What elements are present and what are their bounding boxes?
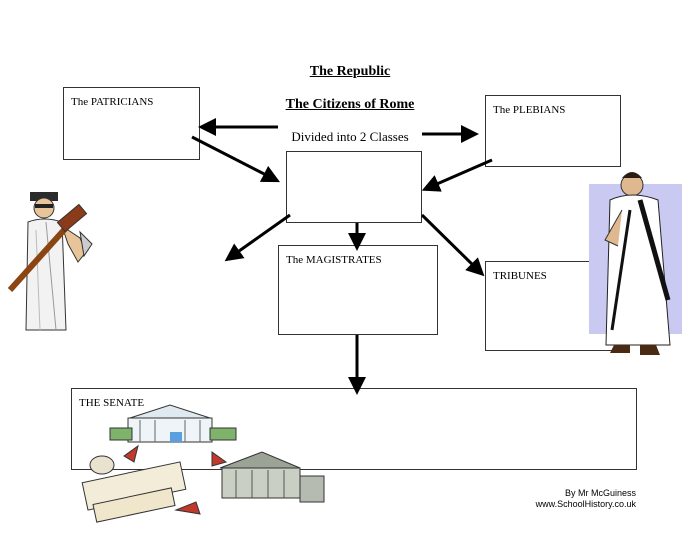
credit-author: By Mr McGuiness [564,488,636,498]
box-patricians: The PATRICIANS [63,87,200,160]
box-patricians-label: The PATRICIANS [71,96,154,108]
box-plebians: The PLEBIANS [485,95,621,167]
box-senate-label: THE SENATE [79,397,145,409]
arrow-plebians-to-center [421,158,493,192]
arrow-center-to-tribunes [420,213,485,277]
title-republic: The Republic [309,64,391,79]
subtitle-divided: Divided into 2 Classes [291,129,409,144]
credit-site: www.SchoolHistory.co.uk [535,499,636,509]
box-plebians-label: The PLEBIANS [493,104,566,116]
arrow-patricians-to-center [191,135,281,183]
box-center [286,151,422,223]
arrow-center-to-consuls [224,213,291,262]
title-citizens: The Citizens of Rome [285,97,415,112]
box-tribunes-label: TRIBUNES [493,270,547,282]
box-magistrates-label: The MAGISTRATES [286,254,382,266]
